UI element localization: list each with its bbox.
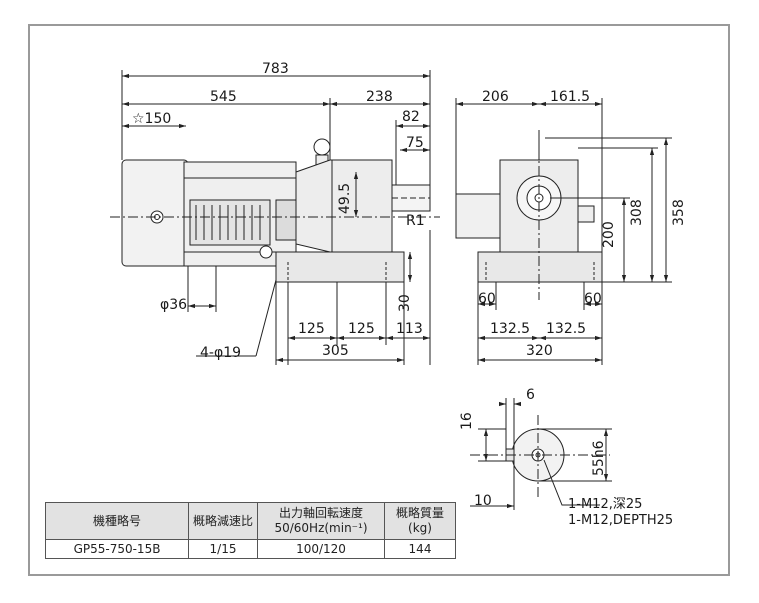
dim-height-358: 358 (671, 199, 687, 226)
front-view (455, 130, 603, 300)
dim-shaft-dia: 55h6 (591, 440, 607, 476)
dim-end-113: 113 (396, 321, 423, 337)
dim-height-200: 200 (601, 221, 617, 248)
dim-pitch-125-a: 125 (298, 321, 325, 337)
dim-holes: 4-φ19 (200, 345, 242, 361)
dim-fillet: R1 (406, 213, 425, 229)
dim-base-30: 30 (397, 294, 413, 312)
dim-height-308: 308 (629, 199, 645, 226)
shaft-detail (470, 398, 612, 510)
cell-model: GP55-750-15B (45, 539, 189, 559)
cell-mass: 144 (384, 539, 456, 559)
drawing-frame (28, 24, 730, 576)
dim-front-161-5: 161.5 (550, 89, 591, 105)
dim-shaft-82: 82 (402, 109, 420, 125)
spec-data-row: GP55-750-15B 1/15 100/120 144 (45, 539, 456, 559)
side-dimension-lines (121, 70, 431, 365)
front-dimension-lines (455, 98, 672, 365)
cell-ratio: 1/15 (188, 539, 258, 559)
dim-foot-60-b: 60 (584, 291, 602, 307)
dim-foot-60-a: 60 (478, 291, 496, 307)
header-speed-line1: 出力軸回転速度 (278, 506, 363, 520)
dim-base-305: 305 (322, 343, 349, 359)
dim-key-10: 10 (474, 493, 492, 509)
header-mass: 概略質量(kg) (384, 502, 456, 540)
header-model: 機種略号 (45, 502, 189, 540)
dim-motor-box: ☆150 (132, 111, 172, 127)
header-mass-line1: 概略質量 (395, 506, 444, 520)
tap-note-jp: 1-M12,深25 (568, 497, 643, 512)
dim-gear-length: 238 (366, 89, 393, 105)
header-speed-line2: 50/60Hz(min⁻¹) (274, 521, 368, 535)
dim-width-320: 320 (526, 343, 553, 359)
tap-note-en: 1-M12,DEPTH25 (568, 513, 674, 528)
dim-dia-36: φ36 (160, 297, 188, 313)
header-mass-line2: (kg) (408, 521, 432, 535)
dim-overall-length: 783 (262, 61, 289, 77)
dim-motor-length: 545 (210, 89, 237, 105)
dim-pitch-132-5-b: 132.5 (546, 321, 587, 337)
dim-pitch-132-5-a: 132.5 (490, 321, 531, 337)
dim-center-49-5: 49.5 (337, 182, 353, 214)
side-view (110, 138, 440, 283)
header-ratio: 概略減速比 (188, 502, 258, 540)
dim-pitch-125-b: 125 (348, 321, 375, 337)
cell-speed: 100/120 (257, 539, 385, 559)
dim-key-6: 6 (526, 387, 535, 403)
dim-front-206: 206 (482, 89, 509, 105)
dim-shaft-75: 75 (406, 135, 424, 151)
dim-key-16: 16 (459, 412, 475, 430)
